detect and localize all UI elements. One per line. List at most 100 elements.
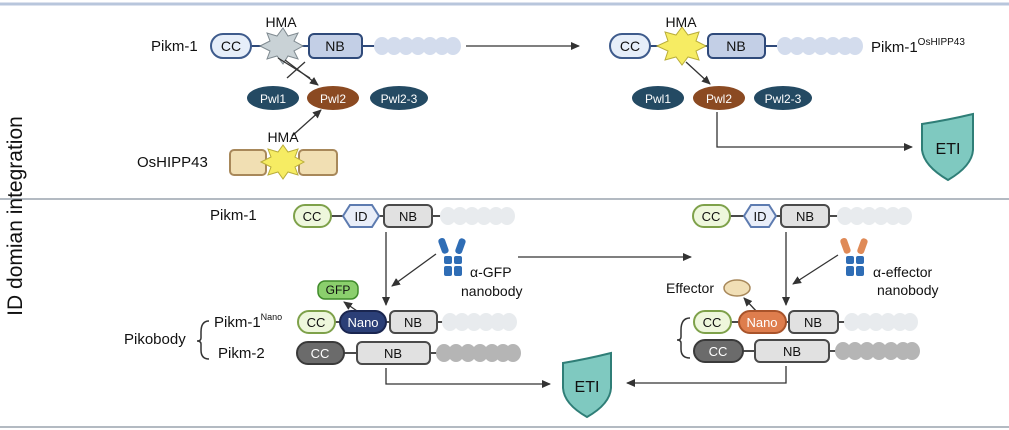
nb-label: NB: [384, 346, 402, 361]
cc-label: CC: [311, 346, 330, 361]
nb-label: NB: [399, 209, 417, 224]
lrr-tail: [442, 313, 517, 331]
cc-domain: [210, 33, 252, 59]
gfp-label: GFP: [326, 283, 351, 297]
nb-domain: [308, 33, 363, 59]
id-label: ID: [355, 209, 368, 224]
pwl23-label: Pwl2-3: [381, 92, 418, 106]
pikm1-label-bottom: Pikm-1: [210, 207, 257, 224]
nb-label: NB: [726, 38, 745, 54]
pikm1-nano-receptor-left: CC Nano NB: [297, 310, 517, 334]
pwl2-label: Pwl2: [320, 92, 346, 106]
pikm1-id-receptor-right: CC ID NB: [692, 204, 912, 228]
hma-label: HMA: [265, 14, 297, 30]
hma-domain-yellow: [655, 26, 708, 66]
lrr-tail: [844, 313, 918, 331]
cc-domain: [693, 339, 744, 363]
id-domain: [742, 204, 778, 228]
to-eti-arrow-top: [716, 112, 913, 151]
oshipp43-label: OsHIPP43: [137, 154, 208, 171]
hma-to-pwl2-arrow: [685, 61, 711, 85]
oshipp-hma-label: HMA: [267, 129, 299, 145]
pwl1-label: Pwl1: [645, 92, 671, 106]
cc-domain: [297, 310, 336, 334]
nb-domain: [780, 204, 830, 228]
alpha-gfp-label: α-GFP: [470, 264, 512, 280]
nb-label: NB: [325, 38, 344, 54]
eti-shield-top: [921, 112, 974, 182]
nano-domain: [738, 310, 787, 334]
cc-label: CC: [307, 315, 326, 330]
nb-label: NB: [404, 315, 422, 330]
cc-label: CC: [221, 38, 241, 54]
eti-label-top: ETI: [936, 141, 961, 158]
pikm1-id-receptor-left: CC ID NB: [293, 204, 515, 228]
hma-label: HMA: [665, 14, 697, 30]
pikm2-receptor-right: CC NB: [693, 339, 920, 363]
nb-domain: [389, 310, 438, 334]
nb-label: NB: [783, 344, 801, 359]
pikm1-label: Pikm-1: [151, 38, 198, 55]
pikm1-nano-name: Pikm-1Nano: [214, 312, 282, 331]
nano-label: Nano: [746, 315, 777, 330]
lrr-tail: [777, 37, 863, 55]
right-brace: [676, 317, 691, 359]
effector-label: Effector: [666, 280, 714, 296]
cc-domain: [293, 204, 332, 228]
nanobody-arrow-left: [391, 253, 437, 287]
nb-domain: [707, 33, 766, 59]
top-left-pikm1-receptor: Pikm-1 CC HMA NB: [151, 14, 461, 65]
block-cross-1: [277, 57, 311, 79]
side-label: ID domian integration: [4, 116, 27, 316]
hma-domain-grey: [258, 27, 305, 65]
top-right-engineered-receptor: CC HMA NB Pikm-1OsHIPP43: [609, 14, 965, 66]
alpha-effector-nanobody-icon: [840, 237, 868, 276]
oshipp-block-left: [229, 149, 267, 176]
pikm1-oshipp43-name: Pikm-1OsHIPP43: [871, 37, 965, 56]
pwl23-ellipse: [370, 86, 428, 110]
to-eti-arrow-right: [626, 366, 787, 387]
nanobody-label-right: nanobody: [877, 282, 939, 298]
oshipp-block-right: [298, 149, 338, 176]
oshipp-hma-yellow: [259, 144, 306, 180]
pwl2-ellipse: [307, 86, 359, 110]
lrr-tail: [436, 344, 521, 362]
pikobody-label: Pikobody: [124, 331, 186, 348]
eti-label-bottom: ETI: [575, 379, 600, 396]
nano-label: Nano: [347, 315, 378, 330]
cc-domain: [609, 33, 651, 59]
oshipp-to-pwl2-arrow: [291, 109, 322, 137]
effector-ellipse: [723, 279, 751, 297]
pwl2-label: Pwl2: [706, 92, 732, 106]
cc-label: CC: [303, 209, 322, 224]
id-label: ID: [754, 209, 767, 224]
lrr-tail: [440, 207, 515, 225]
pwl1-label: Pwl1: [260, 92, 286, 106]
pikm2-name: Pikm-2: [218, 345, 265, 362]
lrr-tail: [837, 207, 912, 225]
nb-label: NB: [804, 315, 822, 330]
pikm1-nano-receptor-right: CC Nano NB: [693, 310, 918, 334]
gfp-box: [317, 280, 359, 300]
nano-domain: [339, 310, 387, 334]
cc-domain: [692, 204, 731, 228]
nb-domain: [754, 339, 830, 363]
cc-domain: [693, 310, 732, 334]
pikm2-receptor-left: CC NB: [296, 341, 521, 365]
alpha-gfp-nanobody-icon: [438, 237, 466, 276]
eti-shield-bottom: [562, 351, 612, 419]
cc-label: CC: [620, 38, 640, 54]
cc-label: CC: [703, 315, 722, 330]
cc-label: CC: [702, 209, 721, 224]
pwl1-ellipse: [247, 86, 299, 110]
id-domain: [341, 204, 381, 228]
nanobody-label-left: nanobody: [461, 283, 523, 299]
block-cross-2: [286, 61, 306, 79]
pwl23-label: Pwl2-3: [765, 92, 802, 106]
pwl23-ellipse: [754, 86, 812, 110]
nanobody-arrow-right: [792, 254, 839, 285]
nb-domain: [356, 341, 431, 365]
lrr-tail: [835, 342, 920, 360]
to-eti-arrow-left: [385, 368, 551, 388]
